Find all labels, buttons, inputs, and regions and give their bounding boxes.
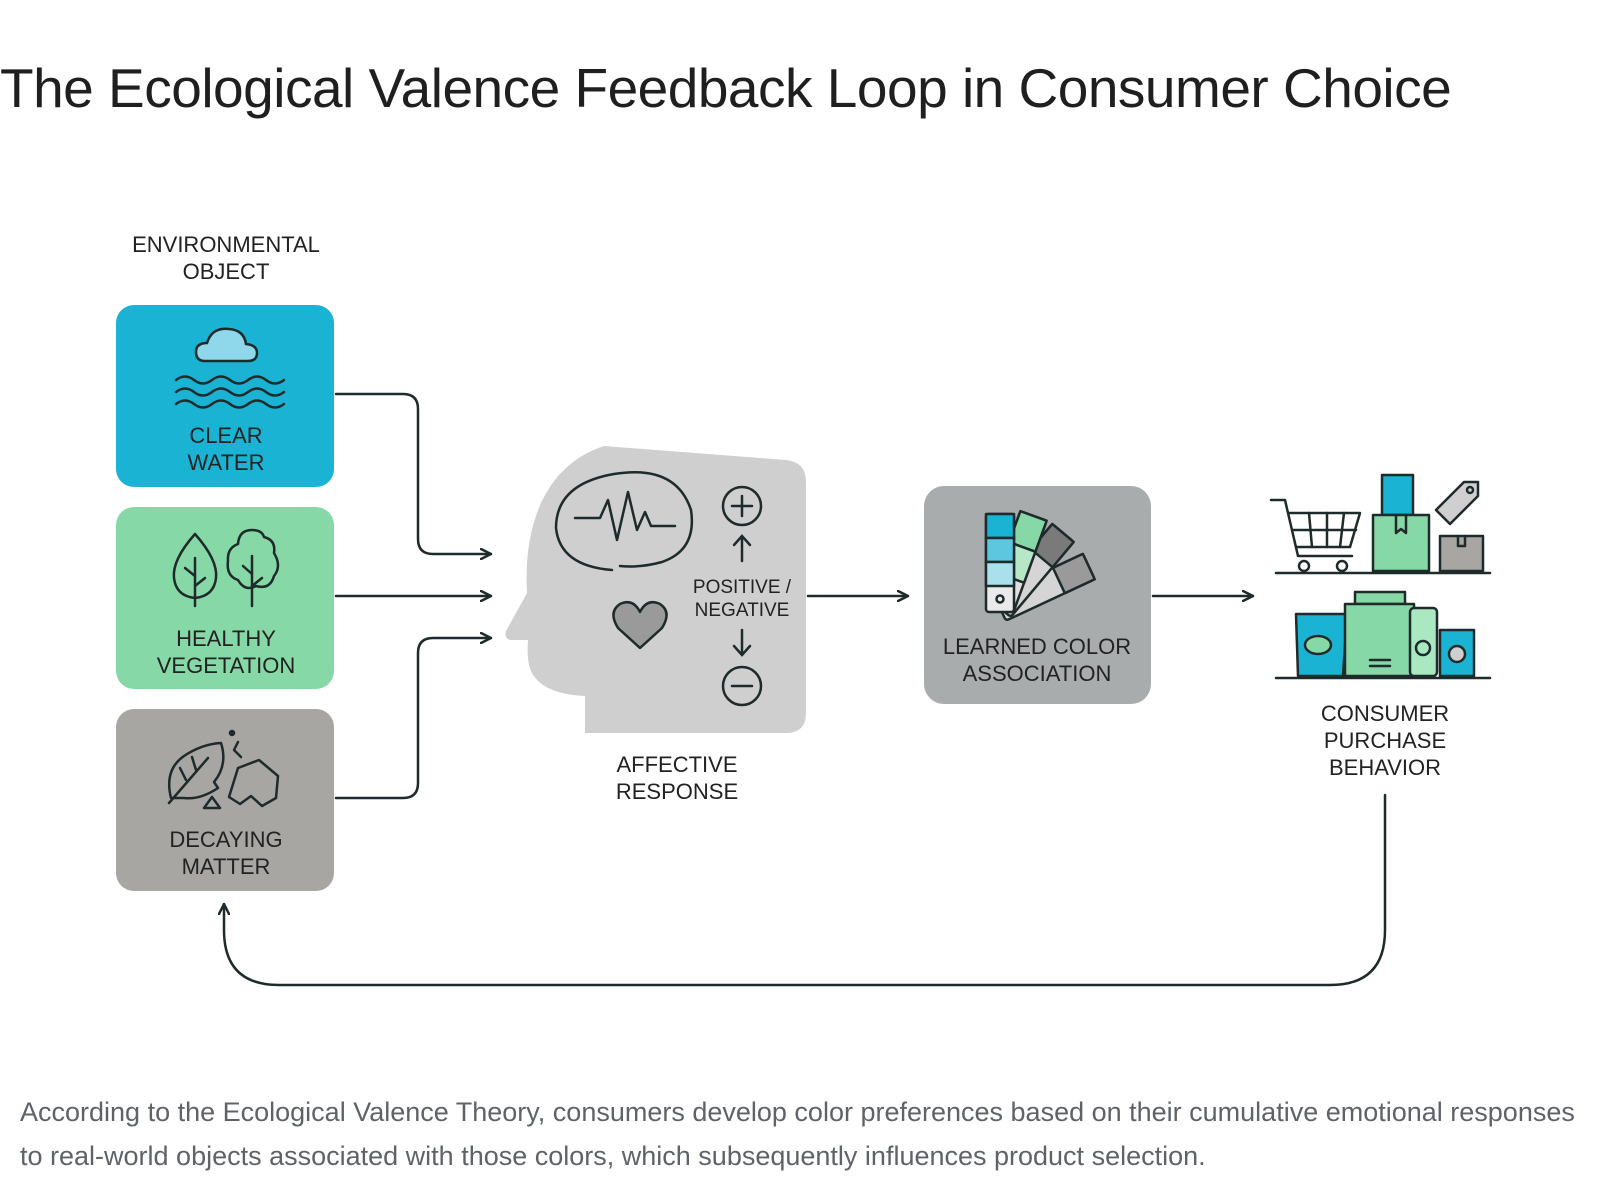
- affective-response-panel: POSITIVE / NEGATIVE: [505, 446, 806, 733]
- trees-icon: [172, 528, 280, 608]
- affective-response-label-2: RESPONSE: [616, 779, 738, 804]
- arrow-decay-to-affect: [334, 638, 493, 800]
- feedback-loop-arrow: [224, 793, 1387, 987]
- valence-label-1: POSITIVE /: [693, 577, 792, 598]
- clear-water-label-1: CLEAR: [189, 423, 262, 448]
- input-arrows: [334, 392, 493, 800]
- decaying-matter-label-2: MATTER: [182, 854, 271, 879]
- consumer-label-3: BEHAVIOR: [1329, 755, 1441, 780]
- learned-color-label-2: ASSOCIATION: [963, 661, 1112, 686]
- valence-plus-minus-icon: [721, 485, 763, 707]
- decaying-matter-label-1: DECAYING: [169, 827, 282, 852]
- clear-water-label-2: WATER: [188, 450, 265, 475]
- learned-color-association-box: LEARNED COLOR ASSOCIATION: [924, 486, 1151, 704]
- arrow-water-to-affect: [334, 392, 493, 554]
- affective-response-label-1: AFFECTIVE: [616, 752, 737, 777]
- shopping-cart-icon: [1269, 498, 1362, 573]
- page-title: The Ecological Valence Feedback Loop in …: [0, 57, 1452, 119]
- color-swatch-icon: [984, 509, 1096, 621]
- healthy-vegetation-box: HEALTHY VEGETATION: [116, 507, 334, 689]
- consumer-label-2: PURCHASE: [1324, 728, 1446, 753]
- healthy-vegetation-label-1: HEALTHY: [176, 626, 276, 651]
- learned-color-label-1: LEARNED COLOR: [943, 634, 1131, 659]
- decaying-matter-box: DECAYING MATTER: [116, 709, 334, 891]
- feedback-loop-diagram: ENVIRONMENTAL OBJECT CLEAR WATER HEALTHY…: [116, 232, 1492, 987]
- clear-water-box: CLEAR WATER: [116, 305, 334, 487]
- shopping-products-icon: [1269, 473, 1492, 680]
- valence-label-2: NEGATIVE: [695, 600, 790, 621]
- consumer-label-1: CONSUMER: [1321, 701, 1449, 726]
- cloud-water-icon: [174, 327, 286, 409]
- environmental-object-label-1: ENVIRONMENTAL: [132, 232, 320, 257]
- environmental-object-label-2: OBJECT: [183, 259, 270, 284]
- decaying-leaf-icon: [167, 729, 280, 810]
- healthy-vegetation-label-2: VEGETATION: [157, 653, 296, 678]
- caption-text: According to the Ecological Valence Theo…: [20, 1097, 1575, 1171]
